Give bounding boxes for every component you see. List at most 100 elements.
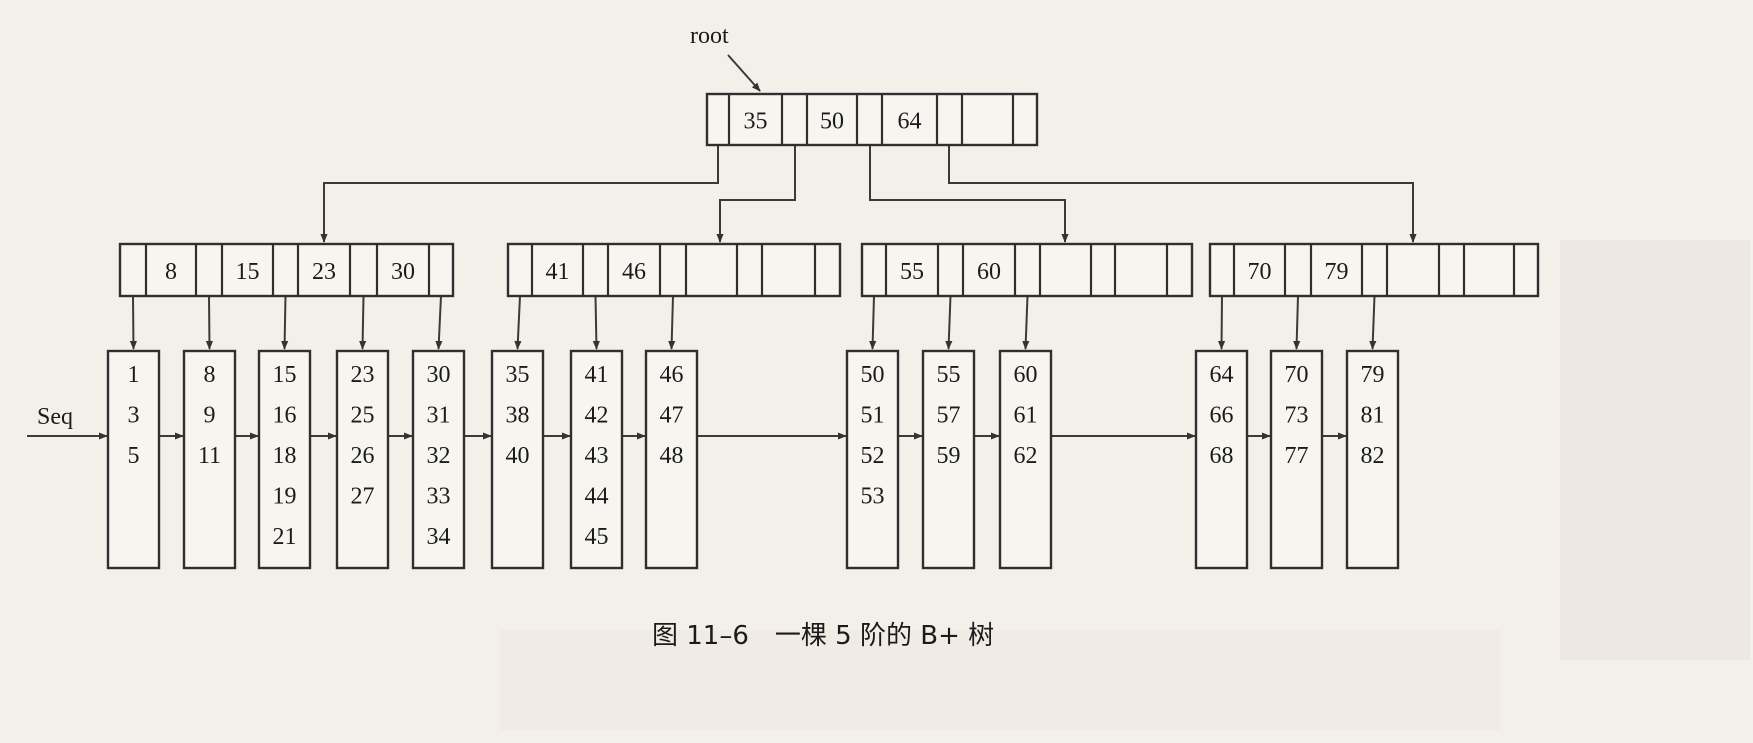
node-key: 64 (898, 109, 922, 135)
leaf-key: 3 (128, 403, 140, 429)
root-to-internal-link (869, 145, 1069, 243)
leaf-key: 82 (1361, 443, 1385, 469)
node-key: 46 (622, 259, 646, 285)
leaf-key: 11 (198, 443, 221, 469)
internal-to-leaf-arrow (945, 295, 953, 350)
root-pointer-arrow (727, 54, 761, 92)
leaf-key: 23 (351, 362, 375, 388)
leaf-frame (921, 349, 976, 570)
internal-node-2: 41 46 (506, 242, 842, 298)
root-label: root (690, 23, 729, 49)
leaf-key: 38 (506, 403, 530, 429)
leaf-frame (569, 349, 624, 570)
leaf-key: 8 (204, 362, 216, 388)
leaf-key: 81 (1361, 403, 1385, 429)
leaf-key: 62 (1014, 443, 1038, 469)
internal-to-leaf-arrow (1022, 295, 1030, 350)
background-texture (500, 240, 1750, 730)
leaf-frame (644, 349, 699, 570)
node-key: 23 (312, 259, 336, 285)
node-key: 41 (546, 259, 570, 285)
internal-node-1-frame (118, 242, 455, 298)
leaf-frame (845, 349, 900, 570)
leaf-frame (182, 349, 237, 570)
internal-to-leaf-arrow (359, 295, 367, 350)
internal-to-leaf-arrow (1217, 295, 1226, 350)
leaf-key: 15 (273, 362, 297, 388)
leaf-key: 79 (1361, 362, 1385, 388)
leaf-frame (257, 349, 312, 570)
leaf-node-4: 23 25 26 27 (335, 349, 390, 570)
leaf-key: 34 (427, 524, 451, 550)
root-node-frame (705, 92, 1039, 147)
leaf-node-10: 55 57 59 (921, 349, 976, 570)
internal-to-leaf-arrow (281, 295, 289, 350)
node-key: 35 (744, 109, 768, 135)
leaf-key: 27 (351, 484, 375, 510)
internal-to-leaf-arrow (435, 295, 443, 350)
leaf-frame (1345, 349, 1400, 570)
node-key: 55 (900, 259, 924, 285)
seq-label: Seq (37, 404, 73, 430)
internal-node-3: 55 60 (860, 242, 1194, 298)
internal-to-leaf-arrow (592, 295, 600, 350)
root-to-internal-link (716, 145, 796, 243)
leaf-key: 26 (351, 443, 375, 469)
leaf-frame (335, 349, 390, 570)
leaf-key: 52 (861, 443, 885, 469)
leaf-frame (411, 349, 466, 570)
leaf-key: 45 (585, 524, 609, 550)
internal-to-leaf-arrow (129, 295, 138, 350)
leaf-key: 68 (1210, 443, 1234, 469)
leaf-node-2: 8 9 11 (182, 349, 237, 570)
leaf-key: 5 (128, 443, 140, 469)
leaf-node-14: 79 81 82 (1345, 349, 1400, 570)
leaf-key: 16 (273, 403, 297, 429)
leaf-key: 9 (204, 403, 216, 429)
node-key: 70 (1248, 259, 1272, 285)
internal-to-leaf-arrow (514, 295, 522, 350)
leaf-frame (998, 349, 1053, 570)
leaf-key: 33 (427, 484, 451, 510)
leaf-key: 50 (861, 362, 885, 388)
leaf-key: 32 (427, 443, 451, 469)
root-to-internal-link (320, 145, 719, 243)
node-key: 60 (977, 259, 1001, 285)
leaf-key: 47 (660, 403, 684, 429)
leaf-frame (106, 349, 161, 570)
internal-node-3-frame (860, 242, 1194, 298)
internal-node-2-frame (506, 242, 842, 298)
figure-caption: 图 11–6 一棵 5 阶的 B+ 树 (652, 621, 994, 651)
internal-to-leaf-arrow (869, 295, 877, 350)
leaf-key: 43 (585, 443, 609, 469)
leaf-key: 70 (1285, 362, 1309, 388)
leaf-key: 42 (585, 403, 609, 429)
internal-to-leaf-arrow (1369, 295, 1377, 350)
leaf-key: 59 (937, 443, 961, 469)
leaf-key: 66 (1210, 403, 1234, 429)
leaf-key: 57 (937, 403, 961, 429)
leaf-key: 25 (351, 403, 375, 429)
leaf-key: 53 (861, 484, 885, 510)
leaf-key: 73 (1285, 403, 1309, 429)
internal-to-leaf-arrow (668, 295, 676, 350)
leaf-key: 55 (937, 362, 961, 388)
node-key: 8 (165, 259, 177, 285)
leaf-key: 40 (506, 443, 530, 469)
leaf-key: 30 (427, 362, 451, 388)
internal-node-4-frame (1208, 242, 1540, 298)
leaf-key: 19 (273, 484, 297, 510)
node-key: 15 (236, 259, 260, 285)
